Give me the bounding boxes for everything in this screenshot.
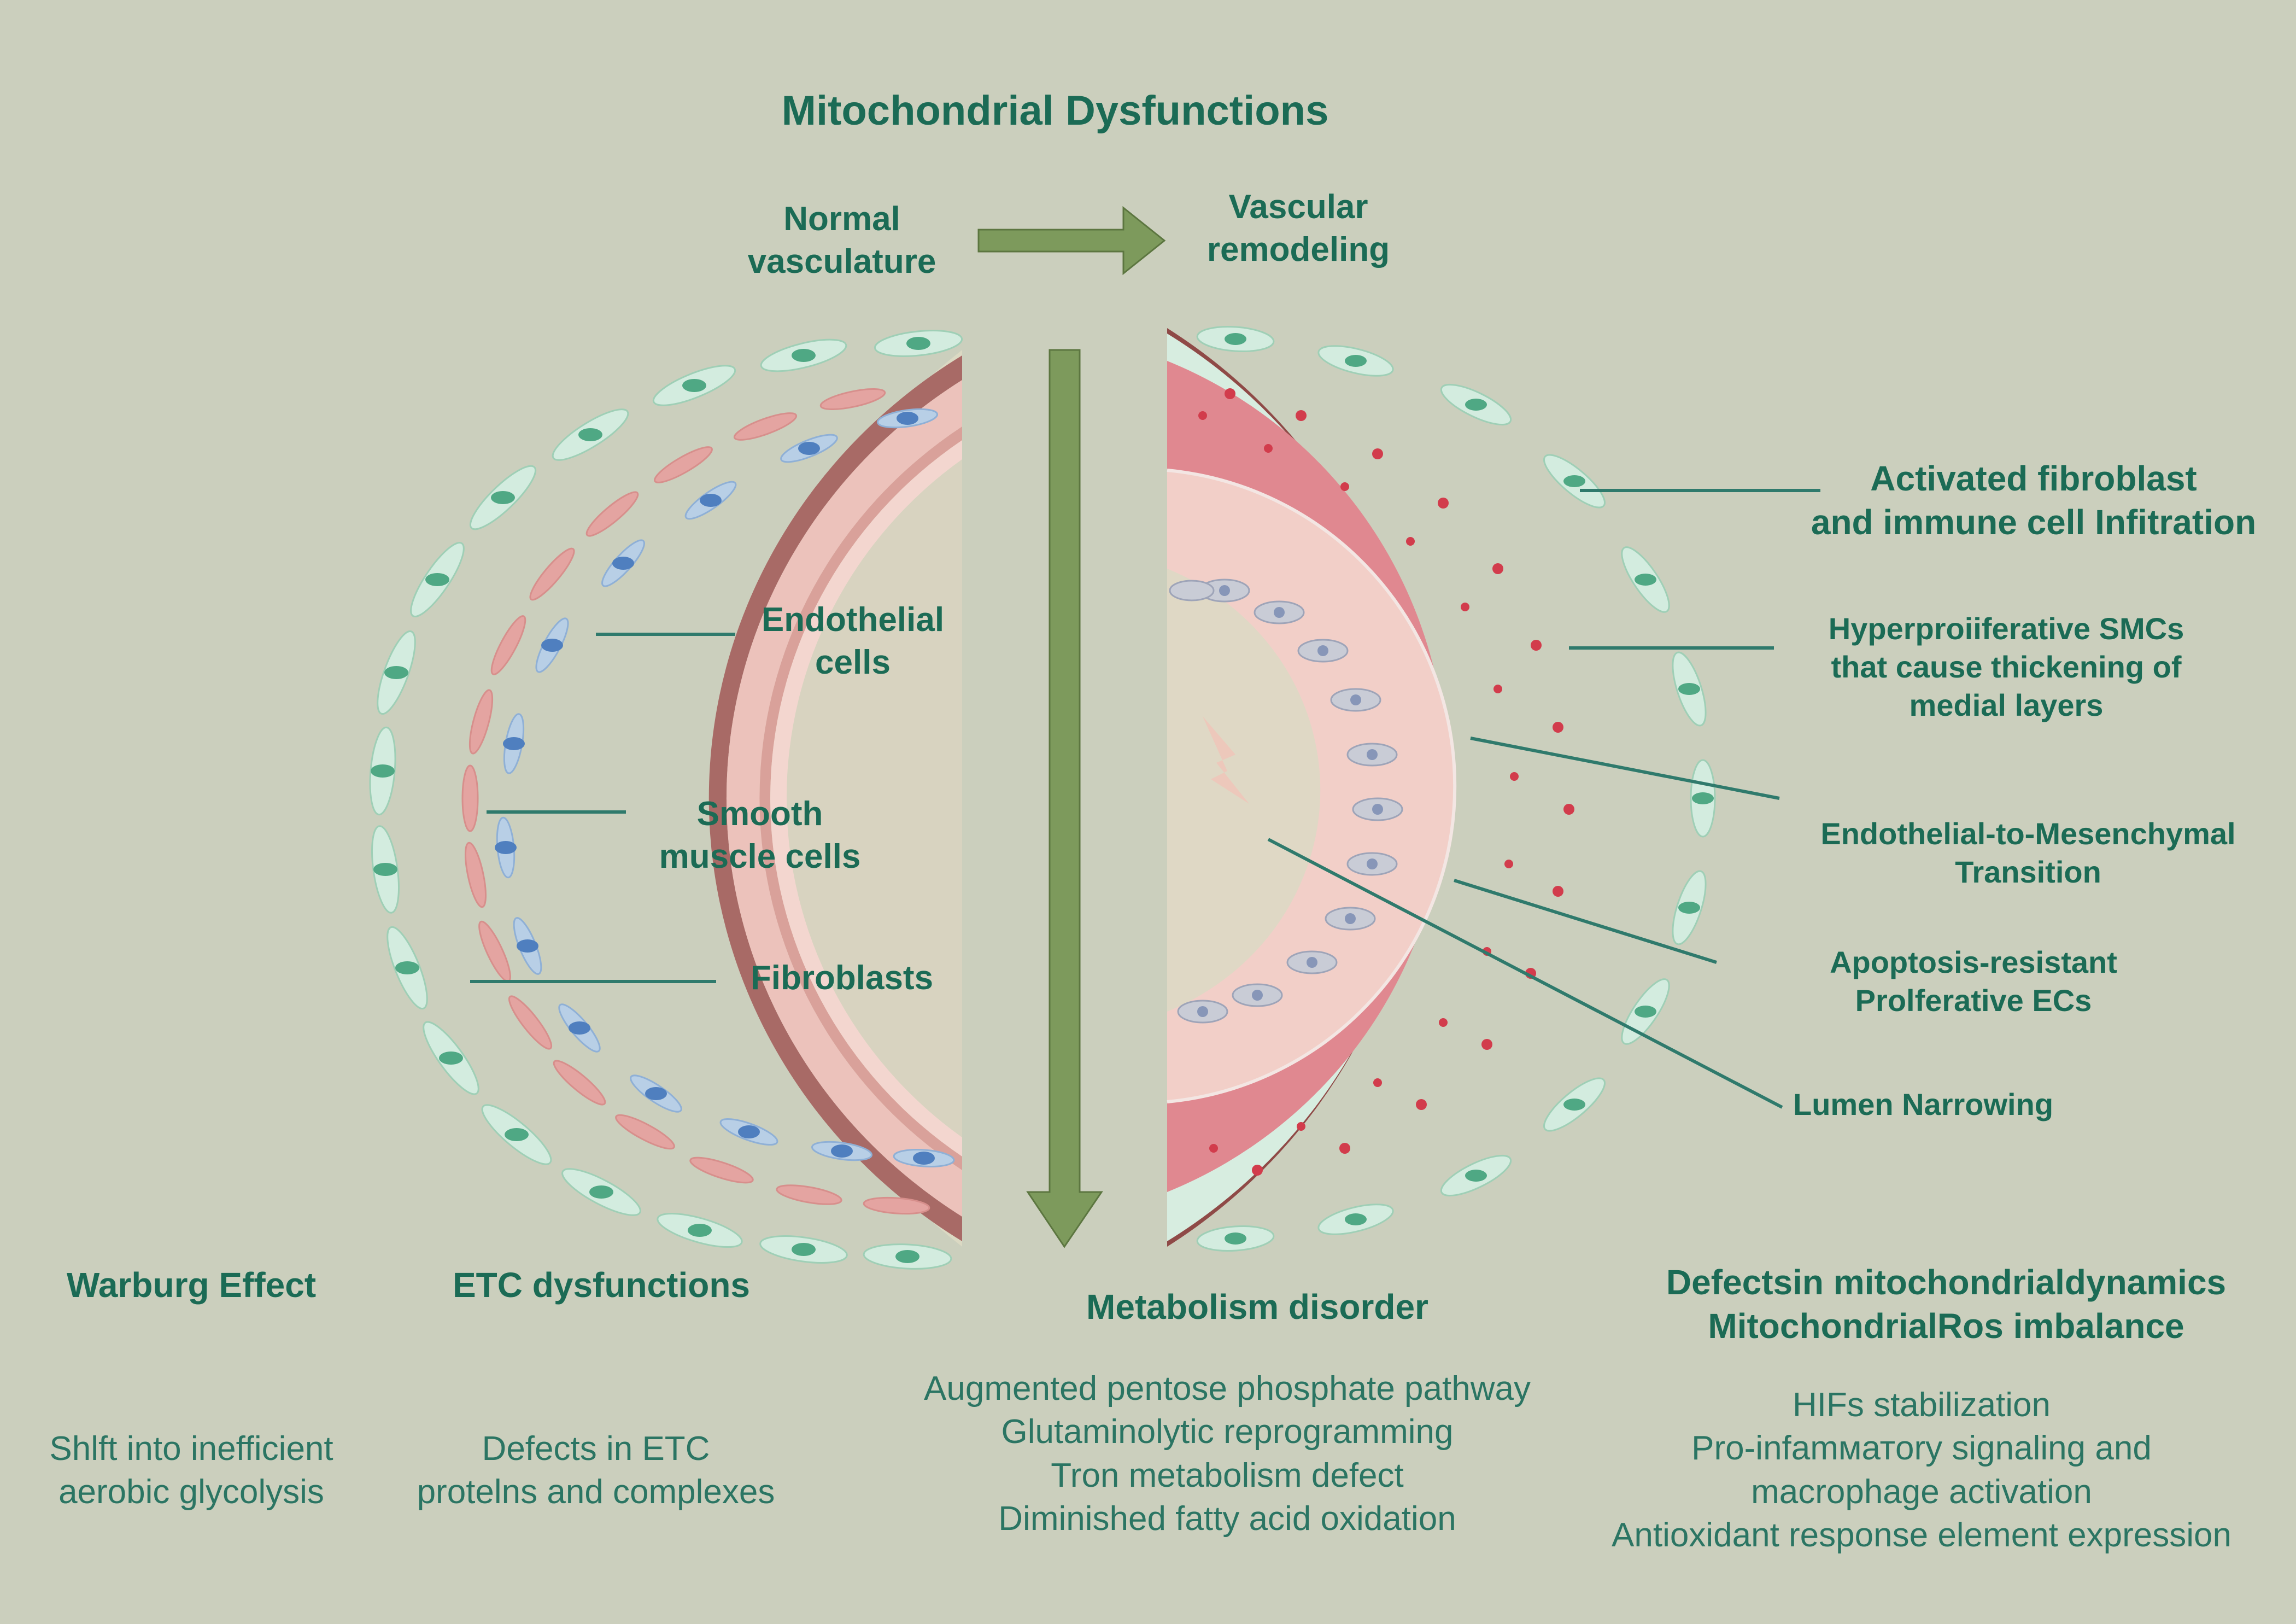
smooth-muscle-cells [461,388,930,1215]
fibroblast-cells [369,330,963,1270]
fibroblasts-label: Fibroblasts [750,959,934,997]
lumen-narrowing-label: Lumen Narrowing [1793,1087,2054,1121]
normal-vessel [369,330,963,1270]
hyperproliferative-smcs [1198,388,1574,1176]
lightning-icon [1203,716,1249,804]
activated-fibroblasts [1196,326,1716,1252]
endothelial-cells [495,408,955,1167]
warburg-heading: Warburg Effect [66,1265,317,1305]
page-title: Mitochondrial Dysfunctions [781,87,1329,134]
etc-heading: ETC dysfunctions [452,1265,751,1305]
normal-leader-lines [470,633,735,983]
down-arrow [1026,349,1103,1248]
remodeled-vessel [1167,326,1820,1252]
right-arrow [977,206,1166,276]
metabolism-heading: Metabolism disorder [1086,1287,1428,1327]
remodeling-leader-lines [1267,489,1820,1109]
